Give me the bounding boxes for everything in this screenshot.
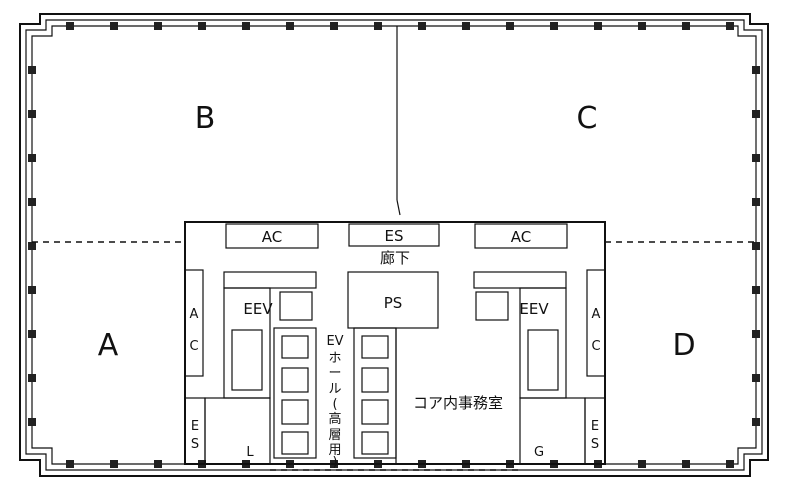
es-side-label: S: [191, 437, 199, 452]
zone-d-label: D: [672, 328, 695, 363]
svg-text:EV: EV: [326, 334, 343, 349]
svg-text:高: 高: [328, 411, 341, 427]
column: [682, 22, 690, 30]
perimeter-columns: [28, 22, 760, 468]
column: [752, 418, 760, 426]
core-office-label: コア内事務室: [413, 394, 503, 412]
column: [374, 22, 382, 30]
svg-text:ル: ル: [328, 382, 341, 397]
column: [28, 286, 36, 294]
es-side-label: E: [191, 419, 199, 434]
ac-side-label: C: [189, 339, 198, 354]
column: [682, 460, 690, 468]
column: [726, 22, 734, 30]
eev-label: EEV: [243, 300, 273, 318]
column: [752, 154, 760, 162]
column: [752, 374, 760, 382]
column: [418, 22, 426, 30]
column: [752, 66, 760, 74]
svg-text:層: 層: [328, 428, 341, 443]
column: [594, 22, 602, 30]
zone-c-label: C: [577, 101, 598, 136]
es-side-label: S: [591, 437, 599, 452]
column: [154, 460, 162, 468]
column: [752, 286, 760, 294]
column: [28, 66, 36, 74]
outer-wall: [19, 13, 769, 477]
es-side-label: E: [591, 419, 599, 434]
ac-side-label: A: [592, 307, 601, 322]
es-room-label: ES: [385, 227, 404, 245]
column: [752, 110, 760, 118]
column: [66, 22, 74, 30]
column: [726, 460, 734, 468]
svg-text:): ): [332, 455, 337, 470]
column: [752, 242, 760, 250]
column: [110, 460, 118, 468]
svg-text:ー: ー: [328, 366, 341, 381]
ev-hall-label: EV ホ ー ル ( 高 層 用 ): [326, 334, 343, 470]
eev-label: EEV: [519, 300, 549, 318]
ps-label: PS: [384, 294, 403, 312]
column: [28, 418, 36, 426]
ac-side-label: C: [591, 339, 600, 354]
column: [752, 330, 760, 338]
column: [110, 22, 118, 30]
column: [286, 22, 294, 30]
column: [28, 198, 36, 206]
column: [638, 460, 646, 468]
column: [28, 330, 36, 338]
svg-text:ホ: ホ: [328, 351, 341, 366]
zone-a-label: A: [98, 328, 119, 363]
column: [66, 460, 74, 468]
column: [198, 22, 206, 30]
column: [330, 22, 338, 30]
svg-text:用: 用: [328, 443, 341, 458]
column: [550, 22, 558, 30]
ac-room-label: AC: [262, 228, 282, 246]
ac-side-label: A: [190, 307, 199, 322]
column: [28, 110, 36, 118]
lavatory-g-label: G: [534, 445, 544, 460]
lavatory-l-label: L: [246, 445, 254, 460]
core: [184, 221, 606, 471]
svg-text:(: (: [332, 397, 337, 412]
column: [752, 198, 760, 206]
labels: B C A D AC ES AC 廊下 EEV PS EEV A C A C E…: [98, 101, 696, 470]
column: [242, 22, 250, 30]
column: [28, 154, 36, 162]
ac-room-label: AC: [511, 228, 531, 246]
zone-dividers: [32, 26, 756, 243]
column: [506, 22, 514, 30]
zone-b-label: B: [195, 101, 216, 136]
column: [28, 374, 36, 382]
column: [638, 22, 646, 30]
corridor-label: 廊下: [380, 249, 410, 267]
column: [28, 242, 36, 250]
column: [154, 22, 162, 30]
column: [462, 22, 470, 30]
